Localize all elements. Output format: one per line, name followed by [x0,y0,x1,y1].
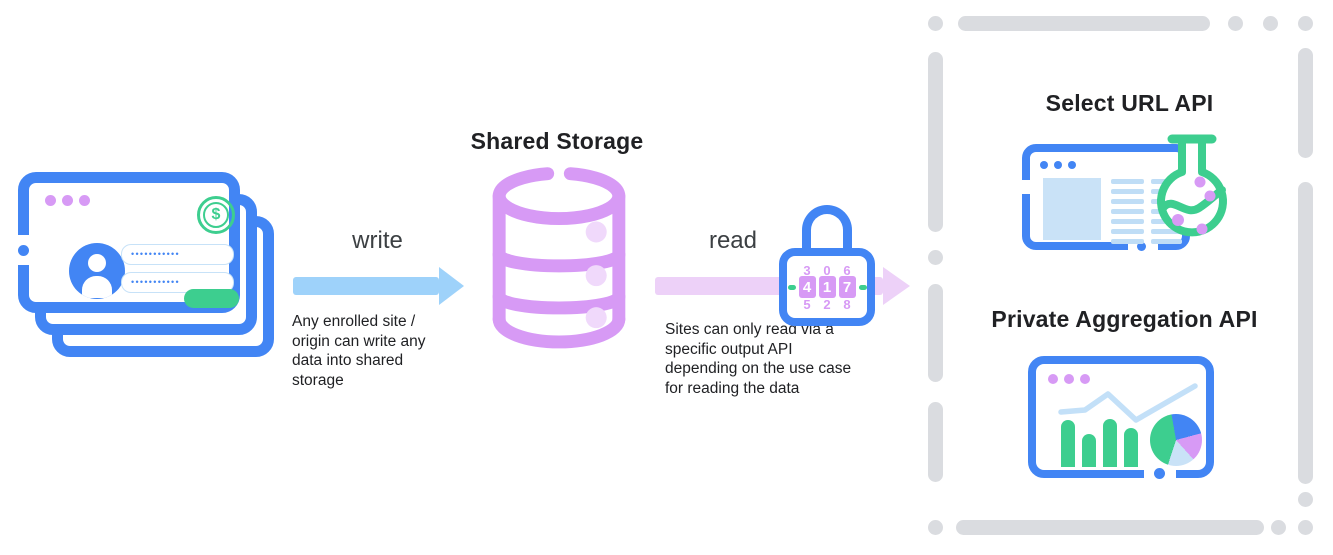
bar-chart-bar [1082,434,1096,467]
window-controls-dots-icon [1040,161,1076,169]
password-field: ••••••••••• [121,244,234,265]
card-border-dot [18,245,29,256]
flask-icon [1157,134,1227,237]
read-label: read [708,227,758,254]
browser-card-front-icon: $ ••••••••••• ••••••••••• [18,172,240,313]
dial-tick-right [858,284,867,290]
window-controls-dots-icon [45,195,90,206]
shared-storage-title: Shared Storage [470,128,644,154]
bar-chart-bar [1103,419,1117,467]
dial-tick-left [787,284,796,290]
read-caption: Sites can only read via a specific outpu… [665,321,852,397]
password-field: ••••••••••• [121,272,234,293]
database-icon [492,167,626,349]
padlock-shackle [802,205,852,263]
dollar-coin-icon: $ [197,196,235,234]
select-url-api-icon [1018,132,1230,260]
dashboard-window-icon [1028,356,1214,479]
read-arrow-head [883,267,910,305]
window-controls-dots-icon [1048,374,1090,384]
write-caption: Any enrolled site / origin can write any… [292,313,426,389]
bar-chart-bar [1061,420,1075,467]
write-arrow-head [439,267,464,305]
user-avatar-icon [69,243,125,299]
submit-button-shape [184,289,239,308]
page-hero-block [1043,178,1101,240]
write-arrow [293,277,439,295]
private-aggregation-api-icon [1028,352,1214,480]
select-url-api-title: Select URL API [1045,90,1214,116]
private-aggregation-api-title: Private Aggregation API [991,306,1258,332]
write-label: write [352,227,403,254]
bar-chart-bar [1124,428,1138,467]
line-chart-icon [1058,383,1198,423]
dollar-sign: $ [211,206,221,223]
pie-chart-icon [1150,414,1202,466]
